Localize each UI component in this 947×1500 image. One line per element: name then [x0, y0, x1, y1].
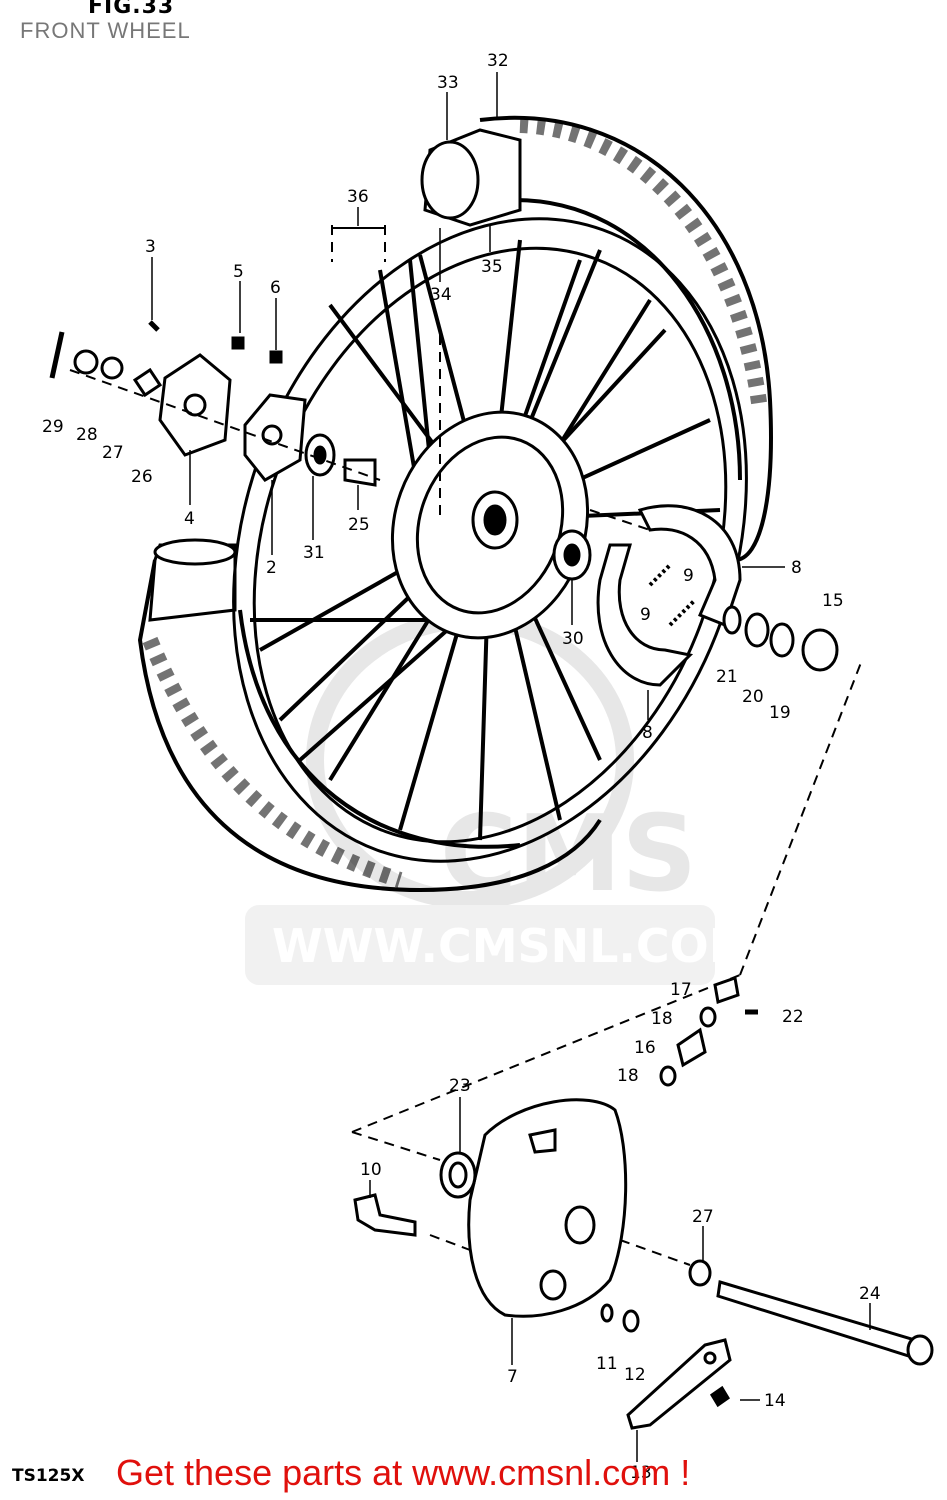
- part-label-32: 32: [487, 51, 509, 71]
- part-label-8a: 8: [791, 558, 802, 578]
- part-label-20: 20: [742, 687, 764, 707]
- part-label-19: 19: [769, 703, 791, 723]
- part-label-12: 12: [624, 1365, 646, 1385]
- part-label-33: 33: [437, 73, 459, 93]
- part-label-14: 14: [764, 1391, 786, 1411]
- part-label-9a: 9: [683, 566, 694, 586]
- part-label-36: 36: [347, 187, 369, 207]
- part-label-35: 35: [481, 257, 503, 277]
- brake-shoes: [596, 504, 742, 687]
- part-label-9b: 9: [640, 605, 651, 625]
- part-label-17: 17: [670, 980, 692, 1000]
- model-code: TS125X: [12, 1466, 85, 1486]
- tire: [137, 115, 773, 893]
- part-label-2: 2: [266, 558, 277, 578]
- watermark-url: WWW.CMSNL.COM: [272, 919, 755, 973]
- part-label-30: 30: [562, 629, 584, 649]
- hub: [390, 410, 590, 640]
- assembly-guide-lines: [69, 225, 863, 1266]
- part-number-labels: 32 33 36 34 35 3 5 6 29 28 27 26 4 2 31 …: [42, 51, 881, 1483]
- oil-seal: [439, 1151, 477, 1199]
- part-label-31: 31: [303, 543, 325, 563]
- part-label-5: 5: [233, 262, 244, 282]
- part-label-18a: 18: [651, 1009, 673, 1029]
- brake-panel: [467, 1098, 628, 1318]
- part-label-29: 29: [42, 417, 64, 437]
- part-label-15: 15: [822, 591, 844, 611]
- part-label-34: 34: [430, 285, 452, 305]
- brake-cam: [353, 1193, 417, 1237]
- figure-number: FIG.33: [88, 0, 175, 19]
- front-axle: [688, 1259, 934, 1366]
- part-label-27a: 27: [102, 443, 124, 463]
- figure-title: FRONT WHEEL: [20, 18, 191, 43]
- footer-link[interactable]: Get these parts at www.cmsnl.com !: [116, 1452, 691, 1493]
- part-label-22: 22: [782, 1007, 804, 1027]
- part-label-24: 24: [859, 1284, 881, 1304]
- part-label-8b: 8: [642, 723, 653, 743]
- left-side-parts: [49, 320, 377, 487]
- speedometer-gear-parts: [659, 976, 758, 1087]
- brake-springs: [648, 563, 697, 627]
- brake-cam-lever: [626, 1338, 732, 1430]
- leader-lines: [151, 72, 871, 1462]
- nut-washer-parts: [600, 1303, 640, 1333]
- hub-bearing: [552, 529, 592, 581]
- part-label-13: 13: [630, 1463, 652, 1483]
- part-label-16: 16: [634, 1038, 656, 1058]
- part-label-4: 4: [184, 509, 195, 529]
- part-label-27b: 27: [692, 1207, 714, 1227]
- part-label-6: 6: [270, 278, 281, 298]
- part-label-3: 3: [145, 237, 156, 257]
- part-label-10: 10: [360, 1160, 382, 1180]
- part-label-21: 21: [716, 667, 738, 687]
- part-label-28: 28: [76, 425, 98, 445]
- part-label-11: 11: [596, 1354, 618, 1374]
- part-label-25: 25: [348, 515, 370, 535]
- tube: [148, 128, 522, 622]
- axle-washers: [722, 605, 839, 672]
- part-label-23: 23: [449, 1076, 471, 1096]
- part-label-18b: 18: [617, 1066, 639, 1086]
- part-label-7: 7: [507, 1367, 518, 1387]
- part-label-26: 26: [131, 467, 153, 487]
